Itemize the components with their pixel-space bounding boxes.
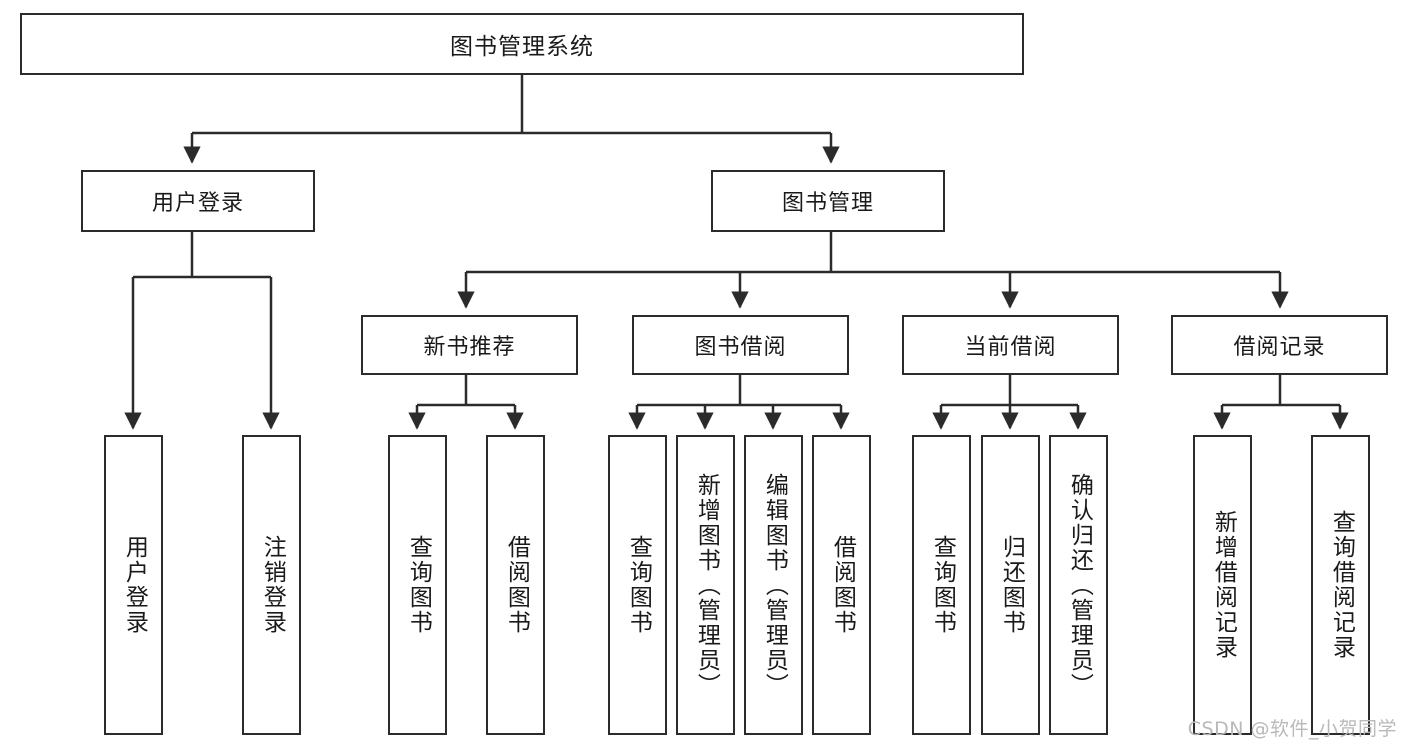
node-label: 借阅记录 — [1233, 335, 1326, 360]
node-label: 归还图书 — [998, 535, 1025, 635]
node-label: 查询借阅记录 — [1328, 510, 1355, 660]
node-label: 新增图书（管理员） — [693, 472, 720, 698]
node-label: 新增借阅记录 — [1210, 510, 1237, 660]
node-book-borrow[interactable]: 图书借阅 — [632, 315, 849, 375]
node-label: 图书管理系统 — [450, 34, 594, 60]
node-leaf-query-record[interactable]: 查询借阅记录 — [1311, 435, 1370, 735]
node-label: 查询图书 — [625, 535, 652, 635]
node-leaf-query-book-2[interactable]: 查询图书 — [608, 435, 667, 735]
node-leaf-edit-book[interactable]: 编辑图书（管理员） — [744, 435, 803, 735]
node-label: 图书管理 — [781, 191, 874, 216]
node-user-login[interactable]: 用户登录 — [81, 170, 315, 232]
node-leaf-logout[interactable]: 注销登录 — [242, 435, 301, 735]
node-borrow-record[interactable]: 借阅记录 — [1171, 315, 1388, 375]
node-leaf-borrow-book-2[interactable]: 借阅图书 — [812, 435, 871, 735]
node-label: 编辑图书（管理员） — [761, 472, 788, 698]
node-label: 用户登录 — [121, 535, 148, 635]
node-label: 当前借阅 — [964, 335, 1057, 360]
csdn-watermark: CSDN @软件_小贺同学 — [1187, 718, 1397, 740]
node-label: 查询图书 — [405, 535, 432, 635]
node-new-book-recommend[interactable]: 新书推荐 — [361, 315, 578, 375]
node-label: 新书推荐 — [423, 335, 516, 360]
node-label: 借阅图书 — [503, 535, 530, 635]
node-leaf-borrow-book-1[interactable]: 借阅图书 — [486, 435, 545, 735]
node-root-system[interactable]: 图书管理系统 — [20, 13, 1024, 75]
node-leaf-query-book-1[interactable]: 查询图书 — [388, 435, 447, 735]
node-label: 确认归还（管理员） — [1066, 472, 1093, 698]
node-book-management[interactable]: 图书管理 — [711, 170, 945, 232]
node-label: 注销登录 — [259, 535, 286, 635]
node-label: 用户登录 — [151, 191, 244, 216]
node-leaf-add-book[interactable]: 新增图书（管理员） — [676, 435, 735, 735]
node-leaf-add-record[interactable]: 新增借阅记录 — [1193, 435, 1252, 735]
node-label: 图书借阅 — [694, 335, 787, 360]
node-label: 查询图书 — [929, 535, 956, 635]
node-leaf-query-book-3[interactable]: 查询图书 — [912, 435, 971, 735]
node-leaf-user-login[interactable]: 用户登录 — [104, 435, 163, 735]
node-leaf-confirm-return[interactable]: 确认归还（管理员） — [1049, 435, 1108, 735]
node-label: 借阅图书 — [829, 535, 856, 635]
node-current-borrow[interactable]: 当前借阅 — [902, 315, 1119, 375]
node-leaf-return-book[interactable]: 归还图书 — [981, 435, 1040, 735]
